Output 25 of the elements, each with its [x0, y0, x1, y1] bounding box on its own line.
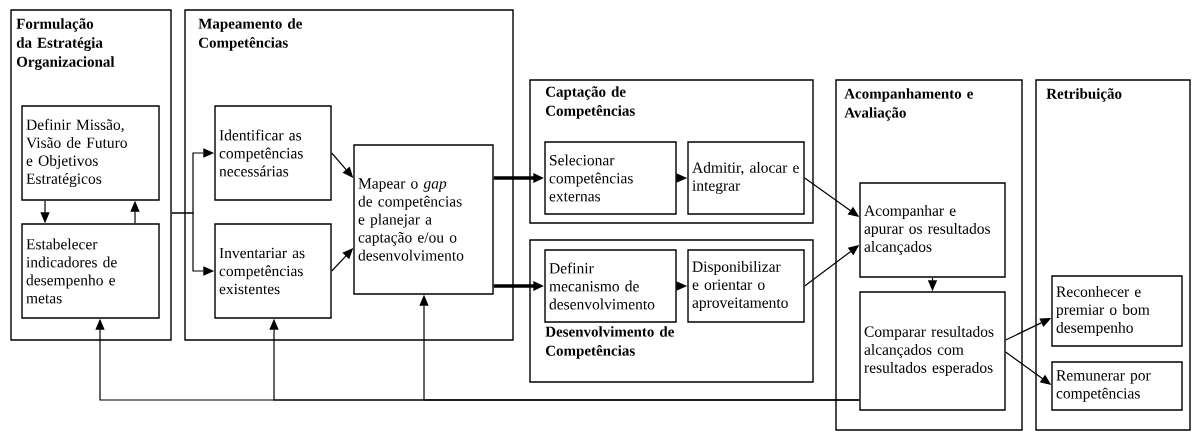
stage-panel	[529, 239, 814, 383]
panel-heading: Retribuição	[1046, 88, 1122, 102]
process-box: Reconhecer e premiar o bom desempenho	[1051, 275, 1183, 347]
process-box: Acompanhar e apurar os resultados alcançados	[859, 182, 1006, 278]
process-box: Comparar resultados alcançados com resultados esperados	[859, 291, 1006, 411]
stage-panel	[835, 79, 1023, 431]
panel-heading: Captação de Competências	[545, 86, 635, 119]
process-box: Estabelecer indicadores de desempenho e metas	[21, 223, 160, 319]
process-box: Disponibilizar e orientar o aproveitamento	[687, 249, 805, 323]
process-box: Inventariar as competências existentes	[214, 223, 332, 319]
panel-heading: Acompanhamento e Avaliação	[844, 88, 973, 121]
panel-heading: Formulação da Estratégia Organizacional	[16, 18, 115, 70]
process-box: Admitir, alocar e integrar	[687, 141, 805, 215]
process-box: Selecionar competências externas	[544, 141, 677, 215]
panel-heading: Mapeamento de Competências	[198, 18, 302, 51]
panel-heading: Desenvolvimento de Competências	[545, 326, 674, 359]
process-box: Identificar as competências necessárias	[214, 105, 332, 201]
process-box: Mapear o gap de competências e planejar a captação e/ou o desenvolvimento	[353, 144, 494, 295]
stage-panel	[184, 9, 514, 341]
stage-panel	[10, 9, 172, 341]
process-box: Remunerar por competências	[1051, 361, 1183, 411]
process-box: Definir mecanismo de desenvolvimento	[544, 249, 677, 323]
stage-panel	[1035, 79, 1191, 431]
process-box: Definir Missão, Visão de Futuro e Objetivos Estratégicos	[21, 105, 160, 201]
stage-panel	[529, 79, 814, 224]
